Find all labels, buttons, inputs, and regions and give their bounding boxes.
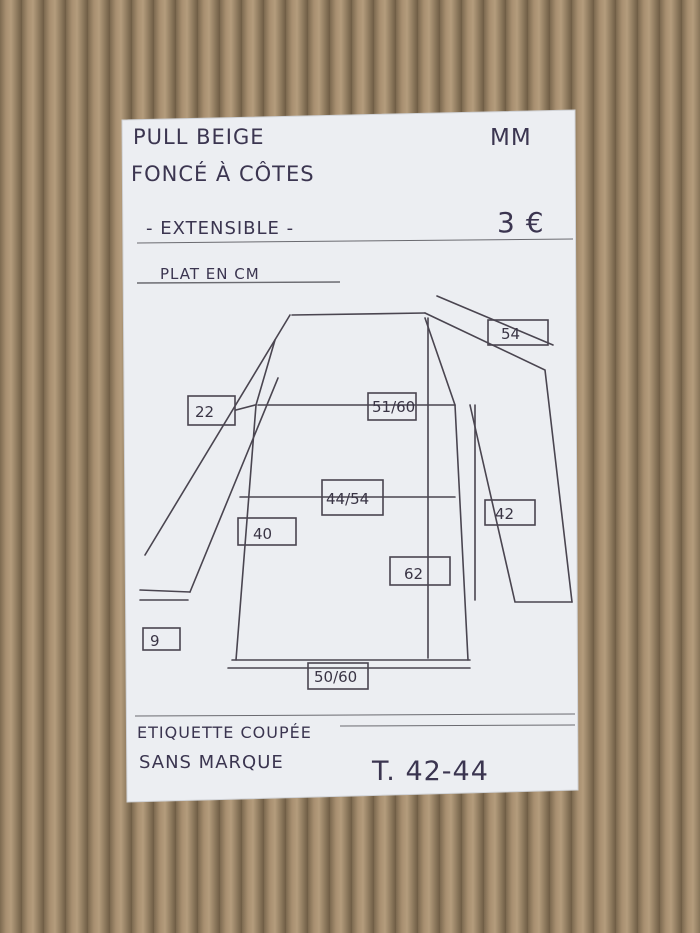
measure-unit: PLAT EN CM (160, 265, 260, 283)
svg-text:50/60: 50/60 (314, 668, 357, 686)
title-line-1: PULL BEIGE (133, 125, 265, 149)
label-info-line-2: SANS MARQUE (139, 752, 284, 773)
svg-text:22: 22 (195, 403, 214, 421)
measurement-cuff: 9 (142, 627, 181, 651)
size: T. 42-44 (371, 756, 489, 787)
label-info-line-1: ETIQUETTE COUPÉE (137, 723, 312, 742)
sweater-sketch (139, 295, 573, 669)
underline (136, 281, 341, 284)
svg-text:44/54: 44/54 (326, 490, 369, 508)
svg-text:51/60: 51/60 (372, 398, 415, 416)
measurement-chest: 51/60 (367, 392, 417, 421)
divider (339, 724, 576, 727)
measurement-sleeve-length: 54 (487, 319, 549, 346)
title-line-2: FONCÉ À CÔTES (131, 161, 315, 186)
divider (136, 238, 574, 244)
svg-text:42: 42 (495, 505, 514, 523)
size-code: MM (490, 125, 532, 151)
paper-note (121, 109, 579, 803)
price: 3 € (497, 206, 545, 239)
measurement-inner-sleeve: 42 (484, 499, 536, 526)
measurement-hem: 50/60 (307, 662, 369, 690)
svg-text:9: 9 (150, 632, 160, 650)
svg-text:54: 54 (501, 325, 520, 343)
measurement-side-length: 40 (237, 517, 297, 546)
divider (134, 713, 576, 717)
feature-text: - EXTENSIBLE - (146, 218, 294, 239)
svg-text:62: 62 (404, 565, 423, 583)
measurement-armhole: 22 (187, 395, 236, 426)
measurement-waist: 44/54 (321, 479, 384, 516)
measurement-total-length: 62 (389, 556, 451, 586)
svg-text:40: 40 (253, 525, 272, 543)
